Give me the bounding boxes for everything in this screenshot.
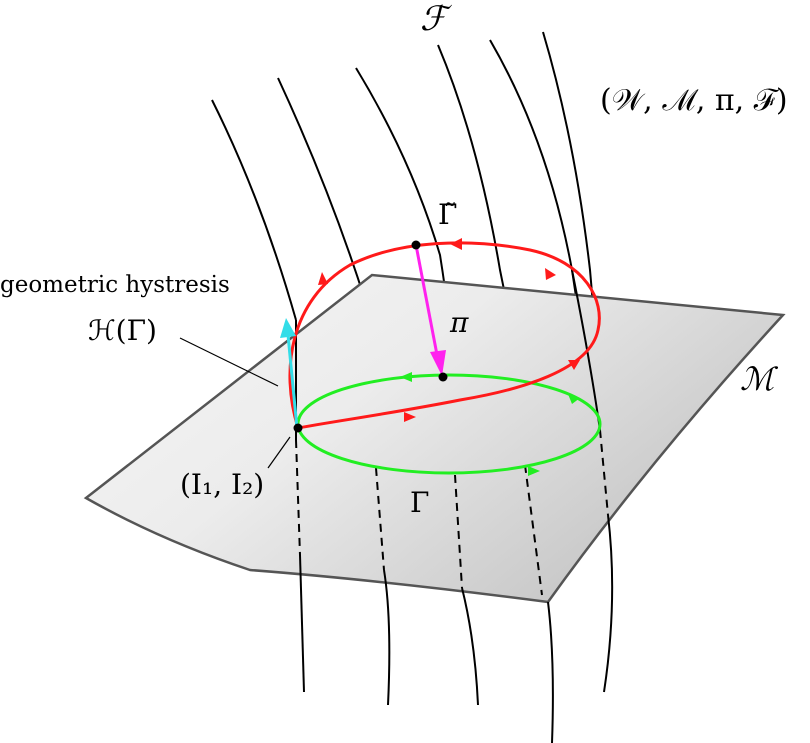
label-M: ℳ [740, 360, 779, 398]
gamma-tilde-curve [288, 241, 601, 430]
label-pi: π [449, 306, 469, 339]
gamma-tilde-arrow-bottom [404, 412, 416, 422]
point-gamma-tilde [411, 240, 421, 250]
projection-arrow-pi [414, 244, 446, 376]
gamma-tilde-arrow-left [318, 272, 328, 285]
fiber-2-hidden [375, 467, 385, 571]
hysteresis-shaft [286, 334, 299, 429]
point-projection [438, 372, 448, 382]
gamma-tilde-arrow-right [545, 268, 556, 280]
gamma-tilde-arrow-mid [568, 360, 580, 370]
fiber-4-lower [547, 601, 554, 743]
hysteresis-arrow [280, 318, 299, 429]
fiber-5-hidden [599, 429, 609, 516]
fiber-4-hidden [524, 464, 543, 596]
label-gamma-tilde: Γ̃ [438, 198, 457, 231]
fiber-1-upper [211, 99, 297, 321]
pointer-I1I2 [267, 436, 291, 469]
fiber-1-lower [299, 554, 305, 693]
point-I1I2 [293, 423, 303, 433]
label-fibration-F: ℱ [420, 0, 453, 39]
label-tuple: (𝒲, ℳ, π, ℱ) [600, 83, 788, 118]
label-H-gamma: ℋ(Γ) [88, 314, 157, 347]
fibers-hidden [295, 429, 609, 596]
fiber-3-hidden [454, 474, 463, 589]
projection-head [430, 350, 446, 376]
gamma-arrow-right [568, 394, 580, 404]
pointer-lines [179, 337, 291, 469]
gamma-arrow-bottom [528, 466, 540, 476]
gamma-tilde-arrow-top [450, 238, 462, 250]
gamma-arrow-top [400, 372, 412, 382]
fiber-2-lower [383, 569, 391, 706]
fiber-5-lower [603, 514, 614, 693]
fibers-lower [299, 514, 614, 743]
pointer-H-gamma [179, 337, 279, 387]
label-I1I2: (I₁, I₂) [180, 468, 264, 501]
hysteresis-head [280, 318, 296, 338]
projection-shaft [414, 244, 440, 361]
fiber-3-lower [461, 587, 479, 706]
gamma-tilde-loop [288, 238, 601, 430]
base-surface-M [83, 273, 786, 604]
fiber-1-hidden [295, 439, 301, 556]
label-geometric-hystresis: geometric hystresis [0, 272, 230, 298]
label-gamma: Γ [410, 486, 429, 519]
points [293, 240, 448, 433]
